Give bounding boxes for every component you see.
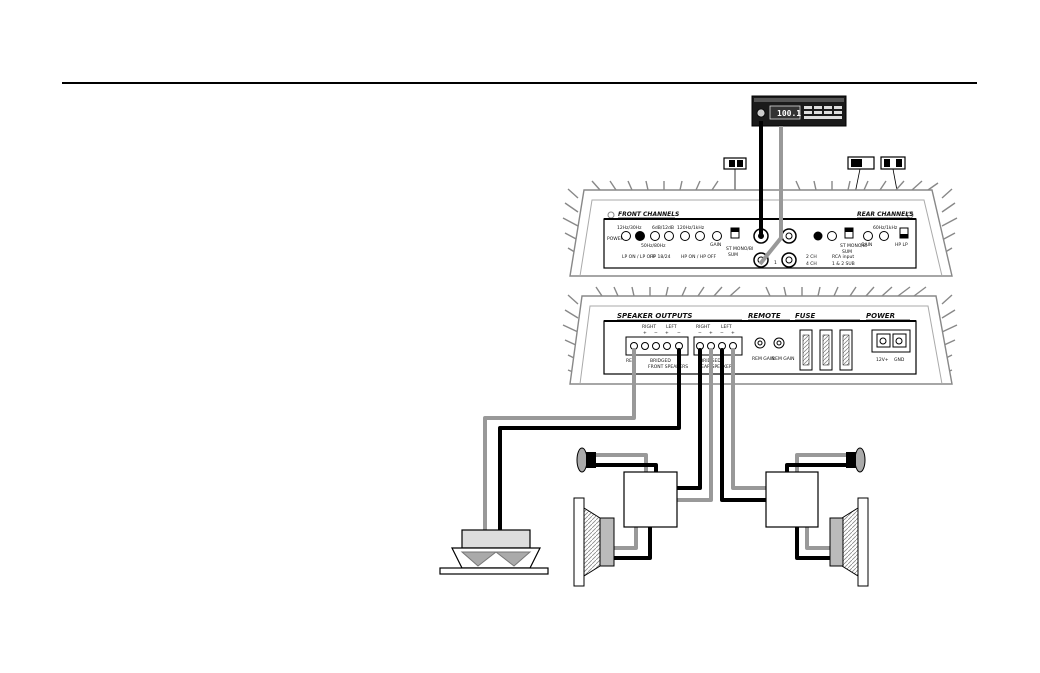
front-sign-4: −	[677, 331, 681, 336]
rear-knob-label-2: 60Hz/1kHz	[873, 225, 898, 231]
power-led-label: POWER	[607, 236, 624, 242]
fuse-title: FUSE	[795, 312, 816, 320]
heatsink-fins-top-left	[562, 180, 719, 255]
front-switch-label-3: HP ON / HP OFF	[681, 254, 716, 260]
left-tweeter	[576, 447, 596, 473]
front-knob-label-5: GAIN	[710, 242, 721, 248]
hp-lp-label: HP LP	[895, 242, 908, 248]
front-knob-label-2: 50Hz/80Hz	[641, 243, 666, 249]
fuse-icon	[799, 329, 853, 371]
rem-gain-label-2: REM GAIN	[772, 356, 795, 362]
rear-gain-knob	[863, 231, 873, 241]
amplifier-bottom-panel: SPEAKER OUTPUTS REMOTE FUSE POWER RIGHT …	[562, 286, 958, 385]
lowpass-select-knob	[635, 231, 645, 241]
front-sum-label: SUM	[728, 252, 738, 258]
rear-speakers-label: REAR SPEAKERS	[698, 364, 735, 370]
front-switch-label-2: HP 18/24	[650, 254, 671, 260]
power-12v-label: 12V+	[876, 357, 889, 363]
rear-sign-3: −	[720, 331, 724, 336]
front-knob-label-1: 12Hz/30Hz	[617, 225, 642, 231]
front-knob-label-3: 6dB/12dB	[652, 225, 674, 231]
rear-sum-label: SUM	[842, 249, 852, 255]
front-rem-label: REM	[626, 358, 636, 364]
front-terminal-screws	[630, 342, 683, 350]
rear-mode-switch-callout	[847, 156, 875, 229]
rear-sign-4: +	[731, 330, 735, 336]
rca-output-jack-black	[813, 231, 823, 241]
amplifier-top-panel: FRONT CHANNELS REAR CHANNELS POWER 12Hz/…	[562, 180, 958, 277]
rear-channels-title: REAR CHANNELS	[857, 211, 913, 218]
rear-sign-2: +	[709, 330, 713, 336]
front-mode-label: ST MONO/BI	[726, 246, 753, 252]
preset-buttons-icon	[804, 106, 842, 119]
left-crossover	[623, 471, 678, 528]
sub-option-label: 1 & 2 SUB	[832, 261, 855, 267]
speaker-outputs-title: SPEAKER OUTPUTS	[617, 312, 692, 320]
lowpass-frequency-knob	[621, 231, 631, 241]
front-crossover-knobs	[621, 231, 722, 241]
subwoofer	[439, 529, 549, 575]
right-woofer	[829, 497, 869, 587]
slope-knob-2	[664, 231, 674, 241]
rear-mode-label: ST MONO/BI	[840, 243, 867, 249]
power-title: POWER	[866, 312, 895, 320]
front-knob-label-4: 120Hz/1kHz	[677, 225, 705, 231]
right-crossover	[765, 471, 819, 528]
right-component-speakers	[765, 447, 869, 587]
left-woofer	[573, 497, 615, 587]
front-gain-knob	[712, 231, 722, 241]
slope-knob	[650, 231, 660, 241]
rear-crossover-knob	[879, 231, 889, 241]
rear-sign-1: −	[698, 331, 702, 336]
front-bridged-label: BRIDGED	[650, 358, 671, 364]
rca-input-label: RCA input	[832, 254, 854, 260]
rear-knob-label-1: GAIN	[861, 242, 872, 248]
rear-right-label: RIGHT	[696, 324, 710, 330]
front-switch-label-1: LP ON / LP OFF	[622, 254, 656, 260]
front-sign-1: +	[643, 330, 647, 336]
remote-title: REMOTE	[748, 312, 781, 320]
front-speakers-label: FRONT SPEAKERS	[648, 364, 688, 370]
front-left-label: LEFT	[666, 324, 677, 330]
left-component-speakers	[573, 447, 678, 587]
front-sign-2: −	[654, 331, 658, 336]
rear-left-label: LEFT	[721, 324, 732, 330]
power-gnd-label: GND	[894, 357, 905, 363]
highpass-frequency-knob	[680, 231, 690, 241]
volume-knob-icon	[756, 108, 766, 118]
four-channel-label: 4 CH	[806, 261, 817, 267]
input-1-label: 1	[774, 260, 777, 266]
speaker-wires	[483, 348, 854, 560]
head-unit-frequency: 100.1	[777, 109, 801, 118]
front-sign-3: +	[665, 330, 669, 336]
highpass-frequency-knob-2	[695, 231, 705, 241]
front-right-label: RIGHT	[642, 324, 656, 330]
rca-cables	[758, 121, 783, 266]
rca-output-jack-white	[827, 231, 837, 241]
two-channel-label: 2 CH	[806, 254, 817, 260]
front-channels-title: FRONT CHANNELS	[618, 211, 679, 218]
head-unit: 100.1	[751, 95, 847, 127]
rem-gain-label-1: REM GAIN	[752, 356, 775, 362]
right-tweeter	[846, 447, 866, 473]
head-unit-display	[769, 105, 801, 120]
